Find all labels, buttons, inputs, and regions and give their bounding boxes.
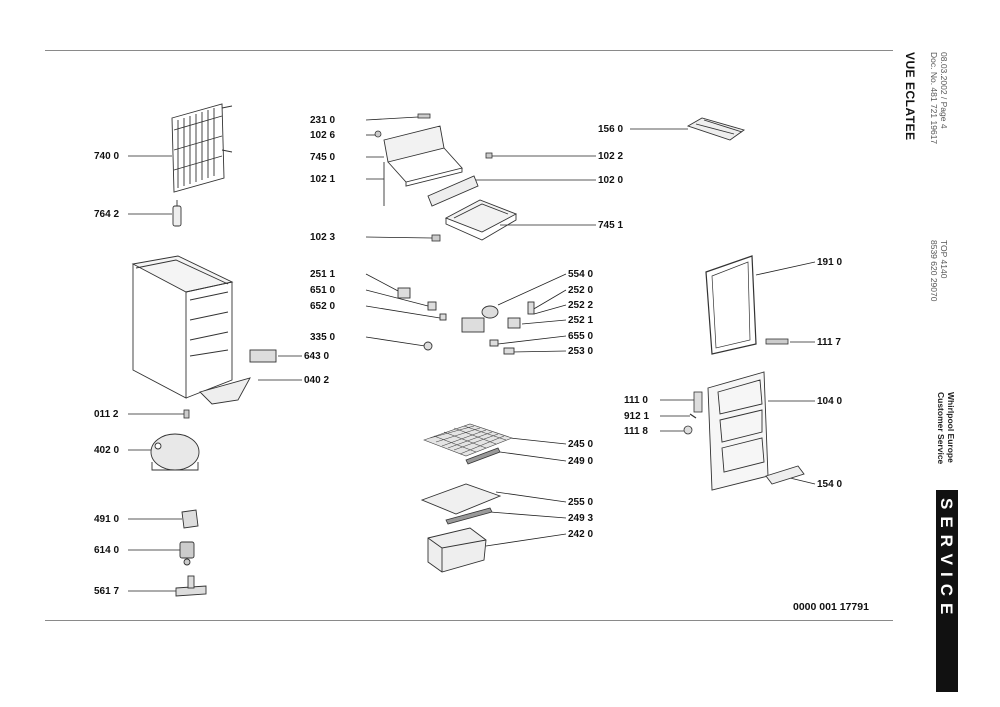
label-2450: 245 0: [568, 439, 594, 450]
tray-7451-drawing: [444, 199, 518, 241]
leader-2530: [511, 350, 567, 353]
label-6430: 643 0: [304, 351, 330, 362]
ice-tray-drawing: [686, 117, 746, 141]
part-9121-drawing: [689, 413, 697, 419]
thermostat-group-drawing: [397, 287, 535, 355]
label-5617: 561 7: [94, 586, 120, 597]
wire-shelf-drawing: [423, 423, 513, 457]
label-2520: 252 0: [568, 285, 594, 296]
part-2310-drawing: [417, 113, 431, 119]
label-2522: 252 2: [568, 300, 594, 311]
leader-6510: [365, 289, 429, 307]
label-1022: 102 2: [598, 151, 624, 162]
door-gasket-drawing: [705, 255, 757, 355]
part-1026-drawing: [374, 130, 382, 138]
label-1026: 102 6: [310, 130, 336, 141]
cabinet-drawing: [131, 255, 234, 399]
leader-1910: [755, 261, 816, 276]
label-2493: 249 3: [568, 513, 594, 524]
label-2420: 242 0: [568, 529, 594, 540]
leader-2310: [365, 116, 419, 121]
label-1118: 111 8: [624, 426, 648, 437]
part-0402-drawing: [199, 377, 251, 405]
label-9121: 912 1: [624, 411, 650, 422]
label-1020: 102 0: [598, 175, 624, 186]
compressor-drawing: [150, 433, 200, 471]
label-6550: 655 0: [568, 331, 594, 342]
glass-shelf-drawing: [420, 483, 502, 515]
leader-6520: [365, 305, 441, 319]
leader-2520: [531, 289, 567, 311]
label-6510: 651 0: [310, 285, 336, 296]
leader-2420: [485, 533, 567, 547]
label-4910: 491 0: [94, 514, 120, 525]
leader-2521: [521, 319, 567, 325]
label-6520: 652 0: [310, 301, 336, 312]
label-1110: 111 0: [624, 395, 648, 406]
label-5540: 554 0: [568, 269, 594, 280]
part-0112-drawing: [183, 409, 190, 419]
label-2310: 231 0: [310, 115, 336, 126]
label-1910: 191 0: [817, 257, 843, 268]
label-3350: 335 0: [310, 332, 336, 343]
part-1110-drawing: [693, 391, 703, 413]
bottom-frame-line: [45, 620, 893, 621]
part-1117-drawing: [765, 338, 789, 345]
label-2521: 252 1: [568, 315, 594, 326]
part-4910-drawing: [181, 509, 199, 529]
label-1023: 102 3: [310, 232, 336, 243]
part-1023-drawing: [431, 234, 441, 242]
label-4020: 402 0: [94, 445, 120, 456]
label-1021: 102 1: [310, 174, 336, 185]
label-2550: 255 0: [568, 497, 594, 508]
leader-1023: [365, 236, 433, 239]
label-1117: 111 7: [817, 337, 841, 348]
flap-1020-drawing: [427, 175, 479, 207]
leader-3350: [365, 336, 426, 347]
leader-2493: [489, 511, 567, 519]
label-0402: 040 2: [304, 375, 330, 386]
crisper-drawing: [427, 527, 487, 573]
label-2490: 249 0: [568, 456, 594, 467]
document-number: 0000 001 17791: [793, 601, 869, 613]
condenser-drawing: [171, 103, 233, 193]
bottle-rack-drawing: [765, 465, 805, 485]
label-1560: 156 0: [598, 124, 624, 135]
service-bar: SERVICE: [936, 490, 958, 692]
label-7642: 764 2: [94, 209, 120, 220]
part-1022-drawing: [485, 152, 493, 159]
label-7451: 745 1: [598, 220, 624, 231]
label-2511: 251 1: [310, 269, 336, 280]
bracket-6430-drawing: [249, 349, 277, 363]
leader-2450: [509, 437, 567, 445]
evaporator-drawing: [383, 125, 463, 206]
part-5617-drawing: [175, 575, 207, 597]
label-7450: 745 0: [310, 152, 336, 163]
leader-6550: [497, 335, 567, 345]
leader-2522: [533, 304, 567, 315]
part-6140-drawing: [179, 541, 195, 566]
strip-2490-drawing: [465, 447, 501, 465]
leader-1540: [789, 477, 816, 485]
door-drawing: [707, 371, 769, 491]
label-2530: 253 0: [568, 346, 594, 357]
leader-5540: [497, 273, 567, 306]
leader-2490: [499, 451, 567, 462]
part-1118-drawing: [683, 425, 693, 435]
drier-drawing: [172, 200, 182, 227]
leader-2511: [365, 273, 401, 293]
label-1040: 104 0: [817, 396, 843, 407]
label-1540: 154 0: [817, 479, 843, 490]
top-frame-line: [45, 50, 893, 51]
label-0112: 011 2: [94, 409, 119, 420]
label-6140: 614 0: [94, 545, 120, 556]
strip-2493-drawing: [445, 507, 493, 525]
label-7400: 740 0: [94, 151, 120, 162]
leader-2550: [495, 491, 567, 503]
